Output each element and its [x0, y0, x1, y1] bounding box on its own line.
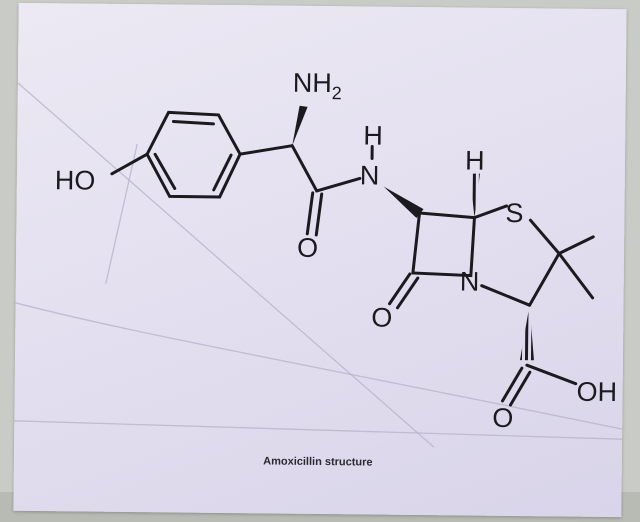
thiazolidine-bond — [528, 218, 561, 256]
acid-hydroxyl-label: OH — [576, 377, 617, 407]
methyl-bond — [557, 252, 595, 300]
stereo-h-label: H — [465, 146, 485, 176]
paper-crease — [14, 420, 623, 440]
printed-paper: NH2 H N HO O H S N O O OH Amoxicillin st… — [13, 2, 627, 518]
hashed-bond-h — [469, 173, 480, 218]
acid-oh-bond — [525, 363, 578, 386]
acid-double-bond — [501, 366, 524, 403]
nh2-label: NH2 — [293, 68, 342, 104]
carbonyl-oxygen-label: O — [297, 233, 318, 263]
paper-crease — [17, 82, 435, 448]
alpha-carbonyl-bond — [290, 144, 319, 193]
wedge-bond-nh2 — [292, 105, 308, 146]
hydroxyl-bond — [110, 152, 149, 176]
carbonyl-double-bond — [314, 192, 324, 237]
benzene-ring — [145, 110, 242, 199]
lactam-double-bond — [396, 276, 420, 310]
amide-h-label: H — [363, 120, 383, 150]
ring-nitrogen-label: N — [460, 266, 480, 296]
thiazolidine-bond — [480, 284, 532, 307]
thiazolidine-bond — [528, 252, 561, 307]
paper-crease — [15, 302, 623, 430]
lactam-oxygen-label: O — [371, 303, 392, 333]
hashed-bond-acid — [519, 305, 534, 361]
ring-alpha-bond — [238, 144, 294, 156]
carbonyl-amide-bond — [315, 176, 362, 193]
sulfur-label: S — [505, 198, 523, 228]
ring-double-bond — [153, 152, 177, 190]
thiazolidine-bond — [472, 204, 509, 220]
amide-n-label: N — [360, 160, 380, 190]
ring-double-bond — [212, 153, 233, 192]
wedge-bond-lactam — [383, 186, 424, 219]
acid-double-bond — [508, 370, 532, 407]
carbonyl-double-bond — [305, 191, 315, 236]
ring-double-bond — [171, 119, 215, 126]
hydroxyl-label: HO — [55, 165, 96, 195]
paper-crease — [105, 143, 138, 284]
acid-oxygen-label: O — [492, 403, 513, 433]
amoxicillin-structure-diagram: NH2 H N HO O H S N O O OH — [14, 68, 623, 448]
beta-lactam-ring — [411, 211, 477, 278]
lactam-double-bond — [388, 272, 412, 306]
methyl-bond — [557, 235, 595, 256]
